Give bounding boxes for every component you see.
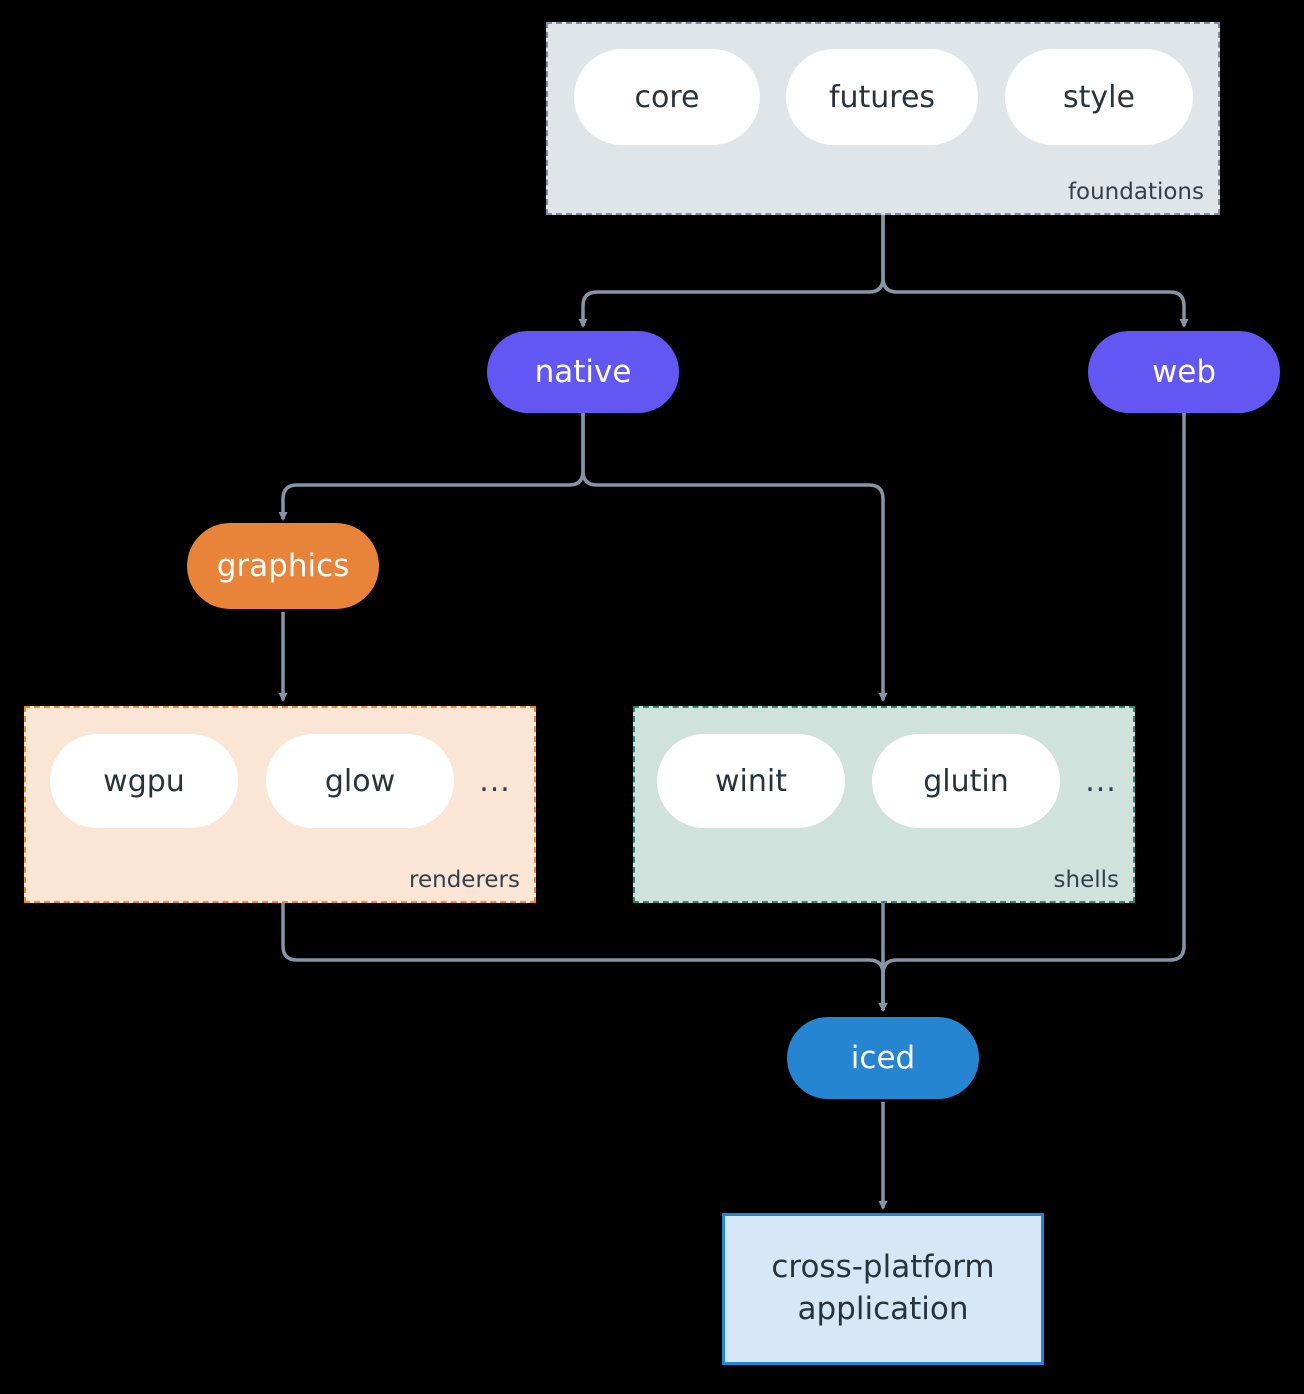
edge-native-graphics (278, 412, 585, 521)
node-glow[interactable]: glow (266, 734, 454, 828)
node-glutin[interactable]: glutin (872, 734, 1060, 828)
node-iced[interactable]: iced (787, 1017, 979, 1099)
node-label-wgpu: wgpu (103, 763, 185, 799)
renderers-ellipsis: ... (479, 763, 511, 799)
cluster-label-foundations: foundations (1067, 179, 1204, 205)
application-label-line1: cross-platform (771, 1249, 995, 1286)
node-graphics[interactable]: graphics (187, 523, 379, 609)
node-wgpu[interactable]: wgpu (50, 734, 238, 828)
node-label-glow: glow (324, 763, 396, 799)
node-label-futures: futures (828, 79, 936, 115)
edge-native-shells (581, 412, 888, 702)
node-application[interactable]: cross-platform application (722, 1213, 1044, 1365)
node-native[interactable]: native (487, 331, 679, 413)
node-label-graphics: graphics (216, 548, 350, 584)
node-label-web: web (1151, 354, 1217, 390)
node-web[interactable]: web (1088, 331, 1280, 413)
node-label-native: native (534, 354, 632, 390)
node-label-iced: iced (850, 1040, 916, 1076)
node-style[interactable]: style (1005, 49, 1193, 145)
node-label-core: core (634, 79, 700, 115)
node-label-winit: winit (715, 763, 787, 799)
node-label-glutin: glutin (923, 763, 1009, 799)
application-label-line2: application (797, 1291, 969, 1327)
shells-ellipsis: ... (1085, 763, 1117, 799)
node-label-style: style (1063, 79, 1135, 115)
cluster-label-shells: shells (1053, 867, 1119, 893)
edge-foundations-web (881, 215, 1189, 328)
node-winit[interactable]: winit (657, 734, 845, 828)
edge-renderers-iced (281, 903, 888, 1012)
edge-foundations-native (578, 215, 885, 328)
cluster-label-renderers: renderers (409, 867, 520, 893)
node-core[interactable]: core (574, 49, 760, 145)
node-futures[interactable]: futures (786, 49, 978, 145)
